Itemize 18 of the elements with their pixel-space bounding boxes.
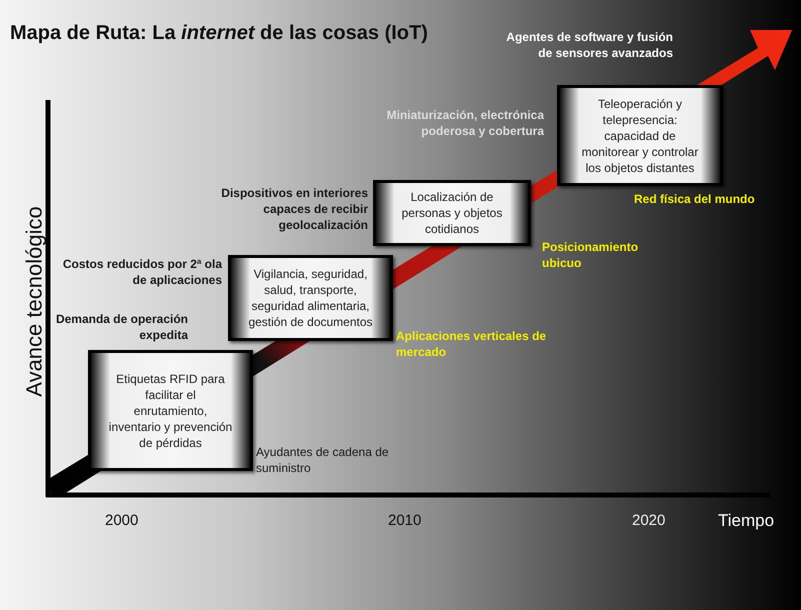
- axis-label: Tiempo: [718, 510, 774, 532]
- milestone-box: Etiquetas RFID para facilitar el enrutamiento, inventario y prevención de pérdidas: [88, 350, 253, 471]
- tick-label: 2000: [105, 511, 138, 531]
- annotation-text: Agentes de software y fusión de sensores avanzados: [505, 29, 673, 61]
- annotation-text: Posicionamiento ubicuo: [542, 239, 640, 271]
- tick-label: 2010: [388, 511, 422, 531]
- tick-label: 2020: [632, 511, 666, 531]
- annotation-text: Costos reducidos por 2ª ola de aplicaciones: [62, 256, 222, 288]
- milestone-box: Localización de personas y objetos cotidianos: [373, 180, 531, 246]
- title: Mapa de Ruta: La internet de las cosas (IoT): [10, 21, 428, 46]
- axis-title: Avance tecnológico: [20, 205, 48, 399]
- annotation-text: Red física del mundo: [634, 191, 756, 207]
- milestone-box: Vigilancia, seguridad, salud, transporte, seguridad alimentaria, gestión de documentos: [228, 255, 393, 341]
- annotation-text: Ayudantes de cadena de suministro: [256, 444, 390, 476]
- annotation-text: Miniaturización, electrónica poderosa y cobertura: [386, 107, 544, 139]
- milestone-box: Teleoperación y telepresencia: capacidad de monitorear y controlar los objetos distantes: [557, 85, 723, 186]
- annotation-text: Aplicaciones verticales de mercado: [396, 328, 548, 360]
- annotation-text: Dispositivos en interiores capaces de recibir geolocalización: [220, 185, 368, 233]
